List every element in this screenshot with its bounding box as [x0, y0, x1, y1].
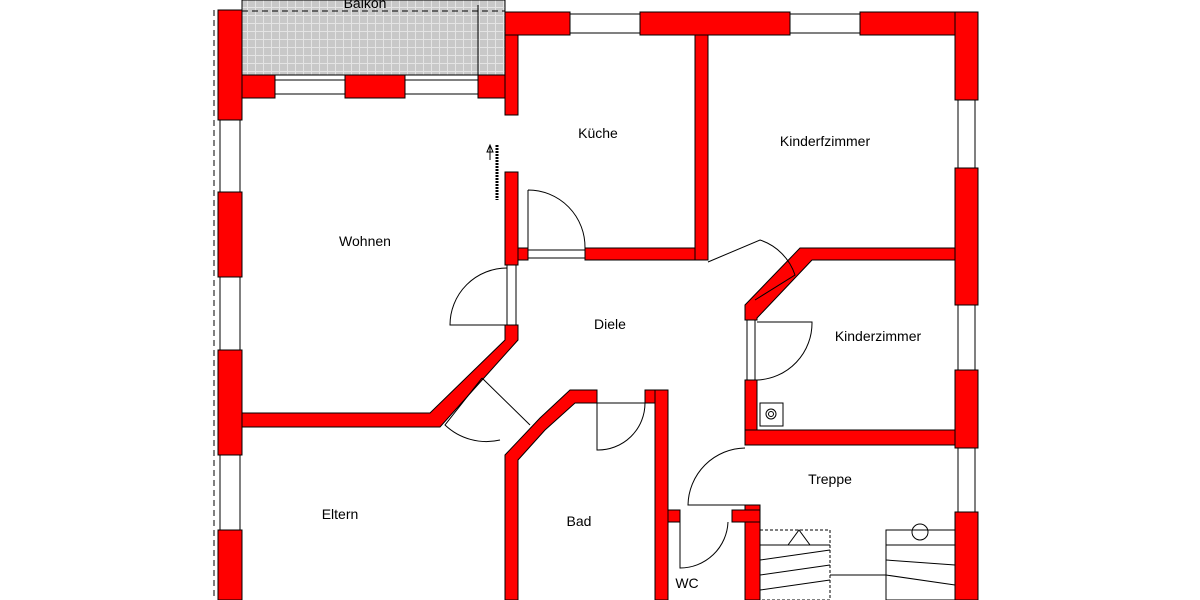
- balcony-floor: [241, 0, 506, 76]
- room-label-wc: WC: [675, 575, 699, 591]
- room-label-wohnen: Wohnen: [339, 233, 391, 249]
- room-label-kinderfzimmer: Kinderfzimmer: [779, 133, 871, 149]
- room-label-balkon: Balkon: [343, 0, 387, 11]
- room-label-kinderzimmer: Kinderzimmer: [834, 328, 922, 344]
- doors: [444, 143, 813, 569]
- stairs: [759, 402, 956, 600]
- room-label-kueche: Küche: [578, 125, 618, 141]
- room-label-bad: Bad: [566, 513, 592, 529]
- room-label-treppe: Treppe: [808, 471, 852, 487]
- room-label-diele: Diele: [594, 316, 626, 332]
- room-label-eltern: Eltern: [321, 506, 359, 522]
- walls: [217, 9, 979, 600]
